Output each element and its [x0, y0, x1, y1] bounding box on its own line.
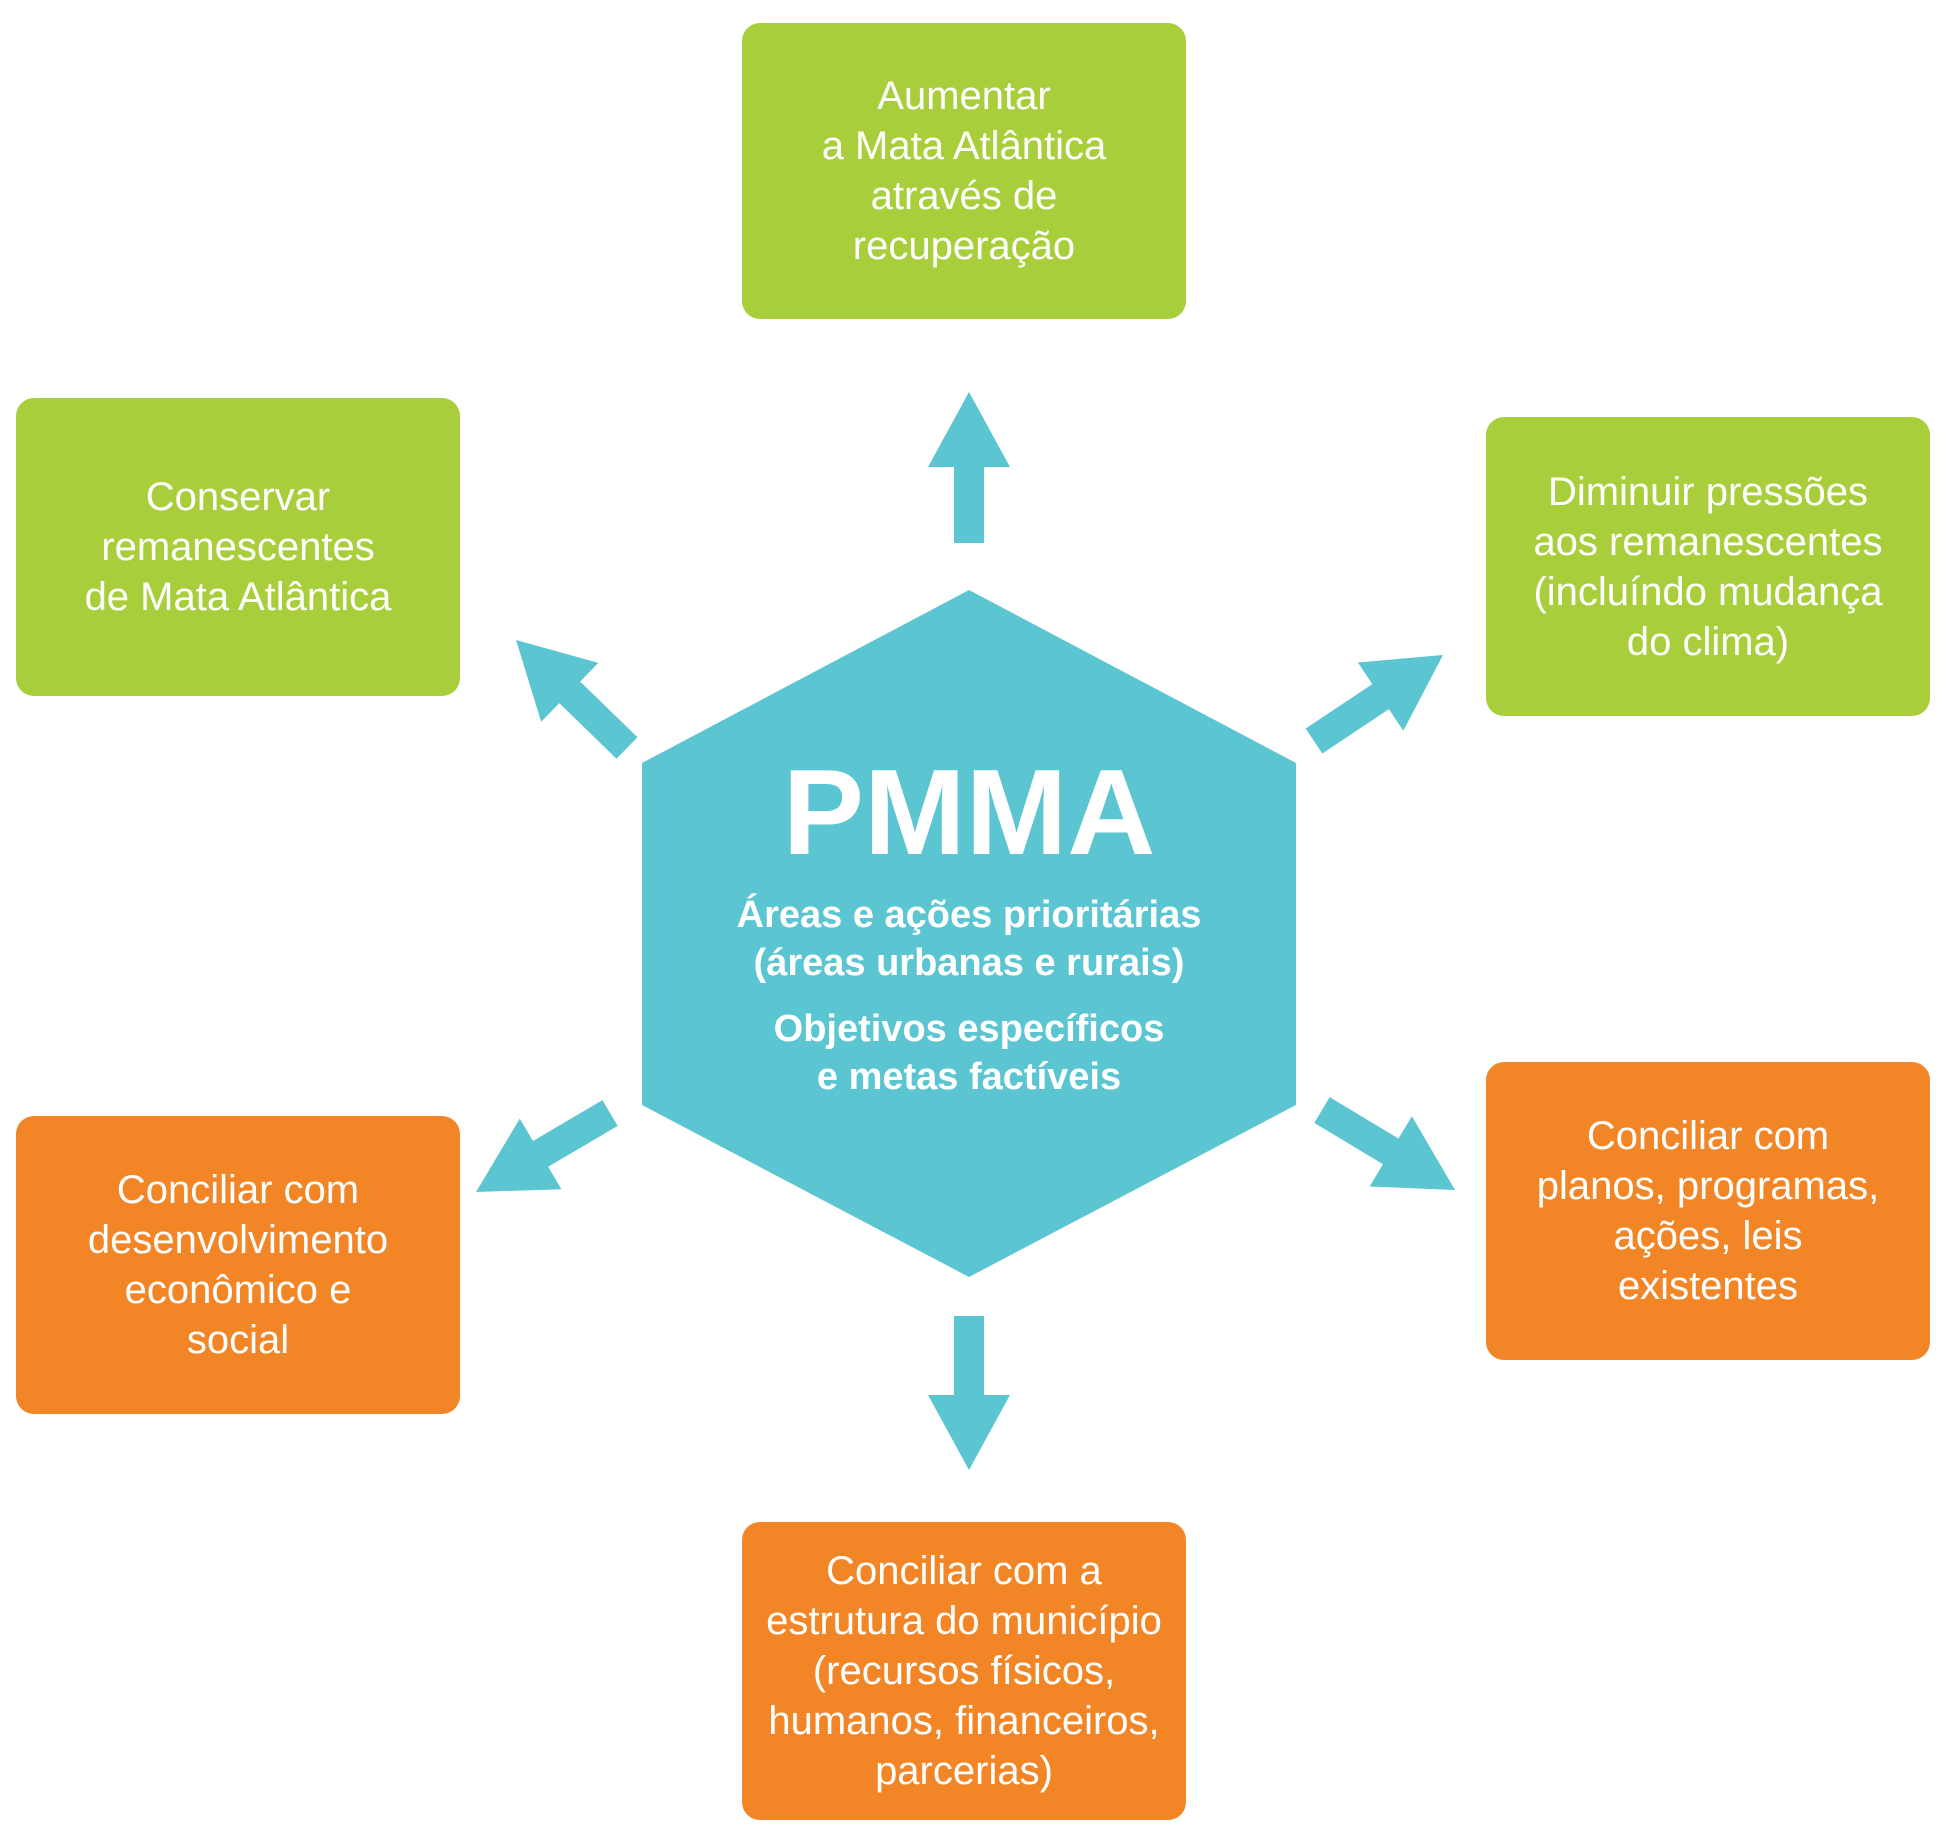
goal-box-existing-plans: Conciliar com planos, programas, ações, …: [1486, 1062, 1930, 1360]
arrow-down-right-icon: [1314, 1097, 1455, 1190]
goal-box-economic-development: Conciliar com desenvolvimento econômico …: [16, 1116, 460, 1414]
arrow-shape: [1305, 655, 1443, 754]
goal-box-text: Conciliar com desenvolvimento econômico …: [87, 1168, 389, 1362]
goal-box-text: Diminuir pressões aos remanescentes (inc…: [1533, 469, 1883, 664]
arrow-shape: [928, 1316, 1010, 1470]
goal-box-text: Aumentar a Mata Atlântica através de rec…: [821, 74, 1107, 268]
center-hexagon: [642, 590, 1296, 1277]
arrow-down-left-icon: [476, 1100, 618, 1192]
arrow-shape: [516, 640, 638, 759]
goal-box-conserve-remnants: Conservar remanescentes de Mata Atlântic…: [16, 398, 460, 696]
center-title: PMMA: [782, 743, 1156, 880]
center-objectives: Objetivos específicos e metas factíveis: [773, 1007, 1165, 1098]
arrow-shape: [928, 392, 1010, 543]
arrow-down-icon: [928, 1316, 1010, 1470]
arrow-up-icon: [928, 392, 1010, 543]
arrow-up-right-icon: [1305, 655, 1443, 754]
goal-box-text: Conciliar com a estrutura do município (…: [766, 1549, 1162, 1793]
goal-box-municipal-structure: Conciliar com a estrutura do município (…: [742, 1522, 1186, 1820]
arrow-shape: [1314, 1097, 1455, 1190]
arrow-up-left-icon: [516, 640, 638, 759]
goal-box-text: Conciliar com planos, programas, ações, …: [1536, 1114, 1880, 1308]
arrow-shape: [476, 1100, 618, 1192]
center-label: PMMA Áreas e ações prioritárias (áreas u…: [642, 590, 1296, 1277]
goal-box-reduce-pressures: Diminuir pressões aos remanescentes (inc…: [1486, 417, 1930, 716]
goal-box-text: Conservar remanescentes de Mata Atlântic…: [84, 475, 392, 619]
goal-box-increase-forest: Aumentar a Mata Atlântica através de rec…: [742, 23, 1186, 319]
center-priority-areas: Áreas e ações prioritárias (áreas urbana…: [736, 893, 1202, 984]
